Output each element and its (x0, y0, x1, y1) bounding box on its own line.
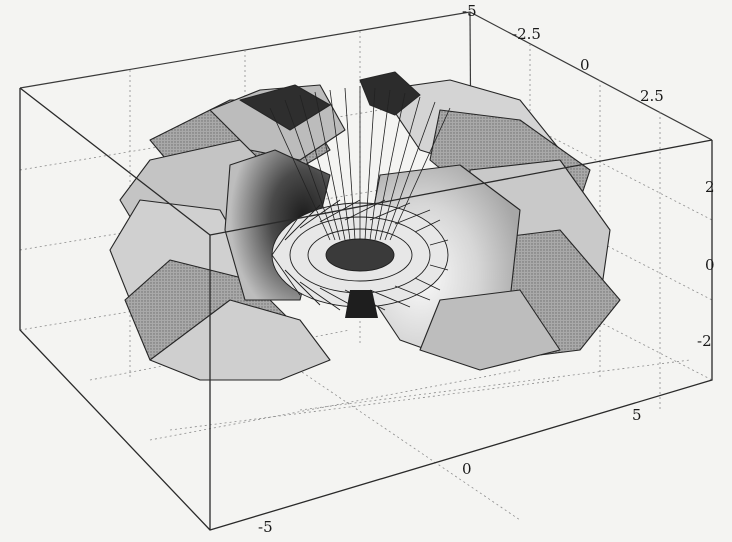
funnel-fan (269, 86, 451, 241)
vertical-tick-label: 0 (705, 256, 715, 274)
top-depth-tick-label: 0 (580, 56, 590, 74)
top-depth-tick-label: 2.5 (640, 87, 664, 105)
front-bottom-tick-label: -5 (258, 518, 273, 536)
top-depth-tick-label: -5 (462, 2, 477, 20)
top-depth-tick-label: -2.5 (512, 25, 541, 43)
vertical-tick-label: -2 (697, 332, 712, 350)
vertical-tick-label: 2 (705, 178, 715, 196)
front-bottom-tick-label: 5 (632, 406, 642, 424)
surface-right-lobe (359, 71, 621, 371)
front-bottom-tick-label: 0 (462, 460, 472, 478)
plot-box-front (19, 87, 713, 531)
torus-mesh (271, 199, 449, 311)
funnel-stem (345, 290, 378, 318)
